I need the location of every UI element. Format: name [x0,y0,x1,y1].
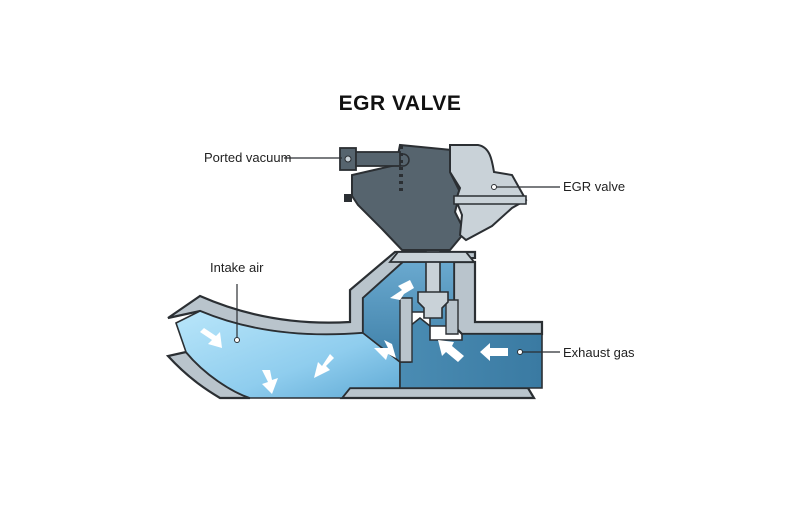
flow-arrow-icon [390,280,414,300]
callout-dot-icon [491,184,497,190]
housing-body-light [449,144,528,242]
callout-dot-icon [517,349,523,355]
flow-arrow-icon [438,340,464,362]
housing-body-dark [351,143,467,251]
flow-arrow-icon [200,328,222,348]
housing-flange [453,195,527,205]
label-exhaust-gas: Exhaust gas [563,345,635,360]
label-egr-valve: EGR valve [563,179,626,194]
valve-head [417,291,449,319]
callout-dots [234,184,523,355]
vacuum-port [339,147,401,171]
flow-arrow-icon [314,354,334,378]
chamber-divider [399,297,413,363]
flow-arrow-icon [262,370,278,394]
label-intake-air: Intake air [210,260,264,275]
exhaust-divider [445,299,459,335]
callout-dot-icon [234,337,240,343]
flow-arrow-icon [374,340,396,360]
lower-right-casing [339,386,536,400]
housing-lip [344,194,352,202]
label-ported-vacuum: Ported vacuum [204,150,292,165]
seat-plate [388,251,476,263]
diaphragm-housing [344,143,528,263]
flow-arrows [200,280,508,394]
diagram-title: EGR VALVE [338,92,462,115]
right-chamber-wall [452,260,544,336]
flow-arrow-icon [480,343,508,361]
callouts [236,157,560,353]
